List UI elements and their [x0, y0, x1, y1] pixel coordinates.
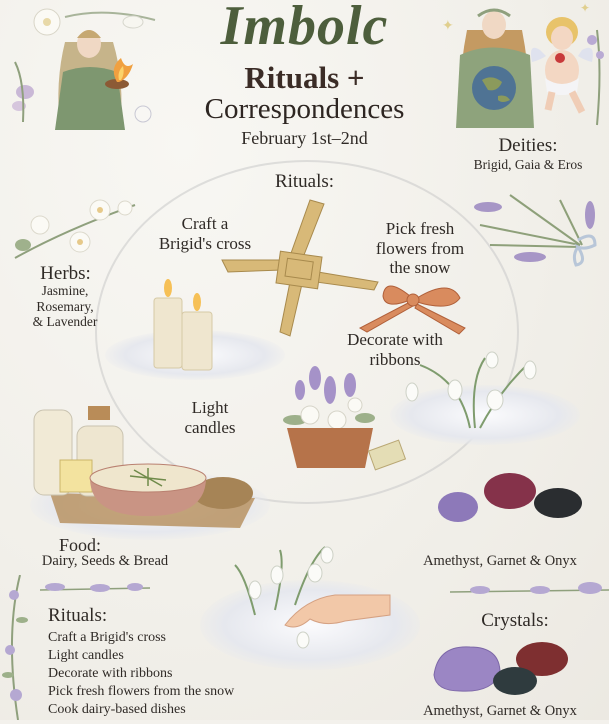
- page-title: Imbolc: [220, 0, 389, 57]
- food-heading: Food:: [58, 535, 101, 555]
- herb-lavender: & Lavender: [32, 314, 98, 330]
- hand-snowdrops-illustration: [215, 535, 395, 655]
- ritual-circle-heading: Rituals:: [274, 171, 335, 192]
- ribbon-bow-illustration: [355, 276, 475, 336]
- label-pick-flowers: Pick fresh flowers from the snow: [375, 219, 465, 278]
- lavender-sprig-illustration: [449, 578, 609, 603]
- herbs-heading: Herbs:: [40, 263, 91, 284]
- deities-heading: Deities:: [498, 135, 558, 156]
- crystals-caption-top: Amethyst, Garnet & Onyx: [423, 553, 577, 569]
- list-item: Pick fresh flowers from the snow: [48, 684, 235, 699]
- flower-pot-illustration: [275, 360, 415, 475]
- date-range: February 1st–2nd: [241, 128, 368, 148]
- lavender-sprig-illustration: [39, 578, 151, 598]
- label-craft-cross: Craft a Brigid's cross: [158, 214, 252, 253]
- subtitle-correspondences: Correspondences: [204, 93, 405, 125]
- crystals-value: Amethyst, Garnet & Onyx: [423, 703, 577, 719]
- herbs-values: Jasmine, Rosemary, & Lavender: [10, 283, 120, 330]
- label-light-candles: Light candles: [184, 398, 236, 437]
- food-value: Dairy, Seeds & Bread: [41, 553, 169, 569]
- crystals-heading: Crystals:: [481, 610, 549, 631]
- brigids-cross-illustration: [220, 198, 380, 338]
- candles-illustration: [150, 276, 220, 371]
- svg-text:✦: ✦: [580, 1, 590, 15]
- list-item: Craft a Brigid's cross: [48, 630, 167, 645]
- list-item: Cook dairy-based dishes: [48, 702, 186, 717]
- lavender-rosemary-illustration: [470, 185, 609, 275]
- rituals-list-heading: Rituals:: [48, 605, 108, 626]
- rituals-list: Craft a Brigid's cross Light candles Dec…: [48, 629, 234, 719]
- svg-text:✦: ✦: [442, 18, 454, 34]
- herb-jasmine: Jasmine,: [41, 283, 89, 298]
- jasmine-illustration: [5, 180, 140, 260]
- snowdrops-illustration: [400, 350, 550, 430]
- deities-value: Brigid, Gaia & Eros: [473, 157, 583, 172]
- subtitle-rituals: Rituals +: [244, 60, 365, 95]
- snow-drift: [390, 385, 580, 445]
- dairy-food-illustration: [30, 398, 265, 533]
- label-decorate-ribbons: Decorate with ribbons: [347, 330, 443, 369]
- crystals-row-illustration: [430, 465, 590, 525]
- brigid-illustration: [5, 2, 165, 132]
- list-item: Light candles: [48, 648, 124, 663]
- list-item: Decorate with ribbons: [48, 666, 173, 681]
- wisteria-vine-illustration: [0, 574, 30, 721]
- ritual-circle: [95, 160, 519, 504]
- herb-rosemary: Rosemary,: [36, 298, 94, 314]
- crystals-illustration: [430, 635, 580, 700]
- gaia-eros-illustration: ✦ ✦: [432, 0, 609, 130]
